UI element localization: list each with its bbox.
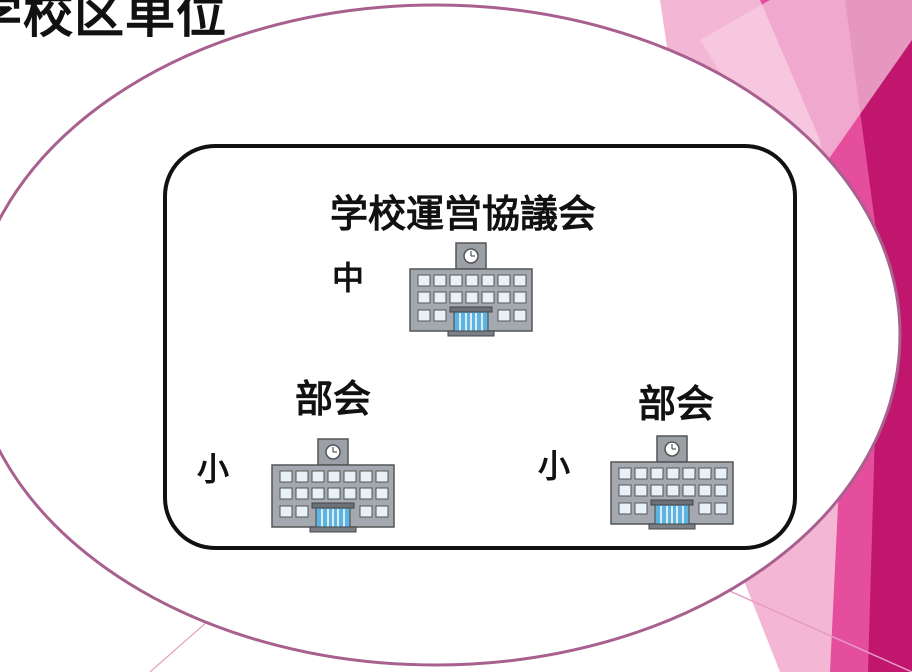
council-frame <box>163 144 797 550</box>
school-building-icon <box>404 241 538 341</box>
page-title: 学校区単位 <box>0 0 227 44</box>
school-building-icon <box>605 434 739 534</box>
pink-wedge-highlight <box>700 0 912 200</box>
school-tag-elementary-right: 小 <box>538 447 571 485</box>
school-tag-junior-high: 中 <box>332 259 365 297</box>
school-tag-elementary-left: 小 <box>197 450 230 488</box>
subcommittee-label-left: 部会 <box>295 377 372 421</box>
subcommittee-label-right: 部会 <box>638 382 715 426</box>
school-building-icon <box>266 437 400 537</box>
council-title: 学校運営協議会 <box>330 192 597 236</box>
